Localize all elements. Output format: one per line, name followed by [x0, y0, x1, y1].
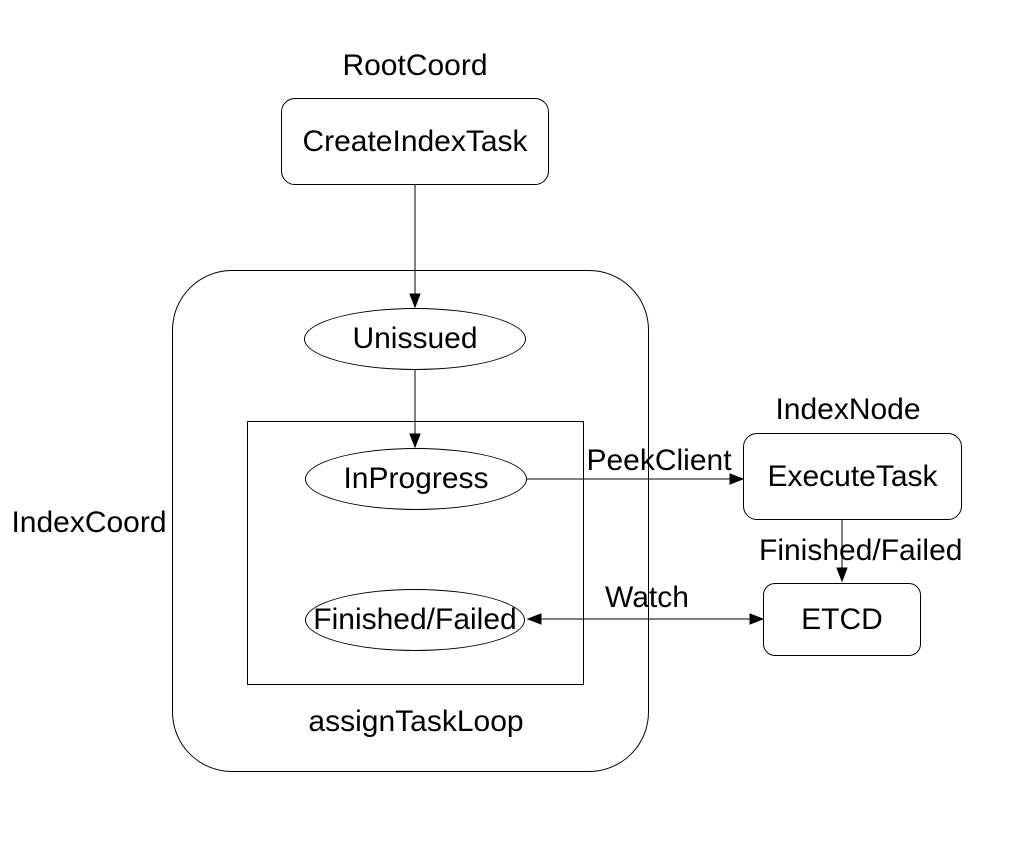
node-in-progress: InProgress	[305, 448, 527, 510]
node-execute-task: ExecuteTask	[743, 433, 962, 520]
node-create-index-task: CreateIndexTask	[281, 98, 549, 185]
edge-label-watch: Watch	[605, 581, 689, 614]
node-unissued: Unissued	[304, 308, 526, 370]
label-index-coord: IndexCoord	[11, 506, 167, 539]
label-assign-task-loop: assignTaskLoop	[308, 705, 524, 738]
edge-label-peek-client: PeekClient	[586, 444, 732, 477]
edge-label-finished-failed: Finished/Failed	[759, 534, 963, 567]
node-etcd: ETCD	[763, 583, 921, 656]
label-root-coord: RootCoord	[342, 49, 488, 82]
label-index-node: IndexNode	[775, 393, 921, 426]
container-assign-task-loop	[247, 421, 584, 685]
container-index-coord	[172, 270, 649, 772]
node-finished-failed: Finished/Failed	[305, 589, 525, 651]
